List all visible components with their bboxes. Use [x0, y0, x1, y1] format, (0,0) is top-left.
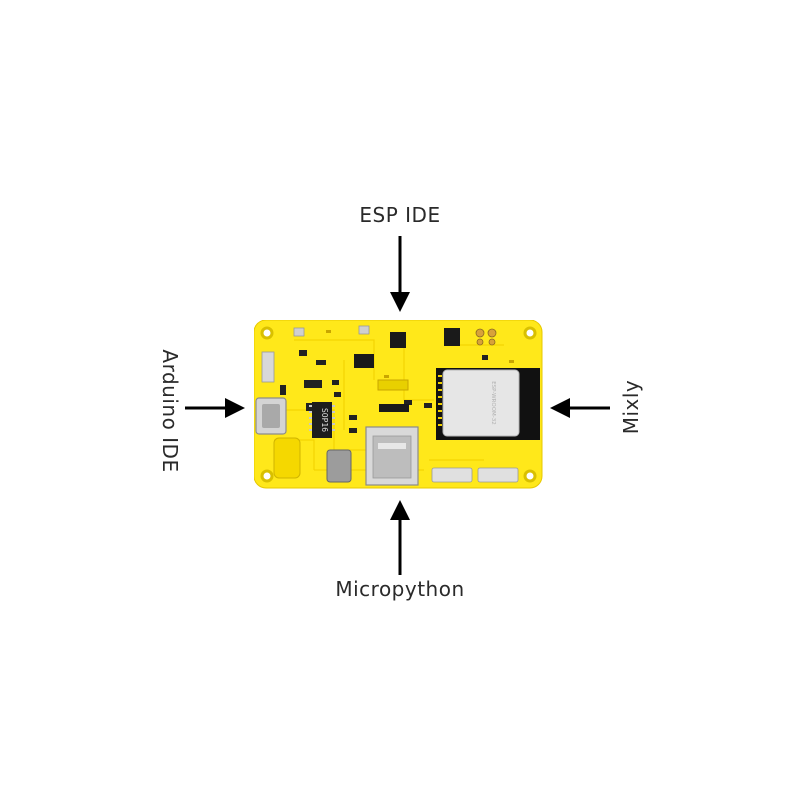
sop16-label: SOP16 [320, 408, 329, 432]
esp32-module: ESP-WROOM-32 [436, 368, 540, 440]
label-esp-ide: ESP IDE [359, 203, 441, 227]
arrow-left-icon [550, 398, 610, 418]
esp32-board-illustration: SOP16 ESP-WROOM-32 [254, 320, 543, 489]
label-arduino-ide: Arduino IDE [158, 349, 182, 473]
sop16-chip: SOP16 [309, 402, 335, 438]
jst-connector [431, 467, 473, 483]
label-micropython: Micropython [335, 577, 465, 601]
arrow-down-icon [390, 236, 410, 312]
ic-chip [379, 404, 409, 412]
mounting-holes [260, 326, 537, 483]
ic-chip [390, 332, 406, 348]
jst-connector [477, 467, 519, 483]
module-label: ESP-WROOM-32 [490, 381, 496, 425]
label-mixly: Mixly [619, 379, 643, 435]
arrow-up-icon [390, 500, 410, 575]
ic-chip [444, 328, 460, 346]
ic-chip [354, 354, 374, 368]
sd-card-slot [365, 426, 419, 486]
arrow-right-icon [185, 398, 245, 418]
